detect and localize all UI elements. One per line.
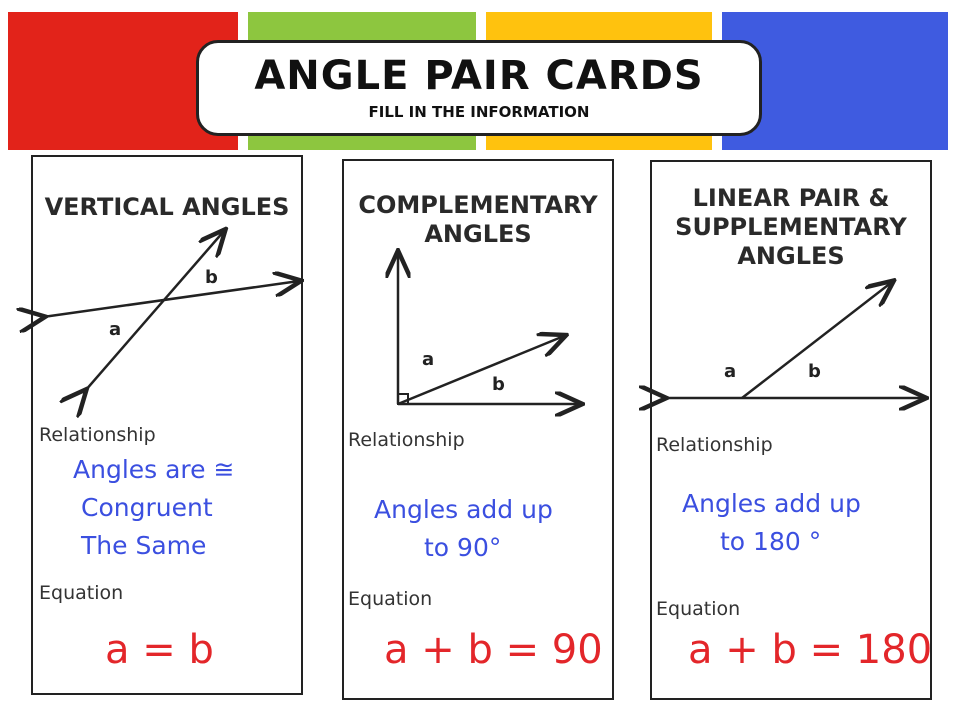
title-box: ANGLE PAIR CARDS FILL IN THE INFORMATION <box>196 40 762 136</box>
relationship-line: Angles add up <box>374 495 553 524</box>
relationship-label: Relationship <box>656 434 773 456</box>
equation-label: Equation <box>348 588 433 610</box>
angle-ray <box>741 282 892 399</box>
angle-label-b: b <box>205 267 218 288</box>
card-title-line: COMPLEMENTARY <box>358 191 598 219</box>
relationship-line: The Same <box>81 531 207 560</box>
right-angle-mark <box>397 393 409 405</box>
page-title: ANGLE PAIR CARDS <box>254 53 704 99</box>
card-title-line: LINEAR PAIR & <box>692 184 890 212</box>
equation-text: a + b = 180 <box>688 627 933 673</box>
card-title-line: VERTICAL ANGLES <box>44 193 290 221</box>
card-title-line: ANGLES <box>424 220 532 248</box>
card-title-line: SUPPLEMENTARY <box>675 213 907 241</box>
middle-ray <box>397 336 564 406</box>
complementary-angles-diagram: a b <box>344 161 616 702</box>
relationship-label: Relationship <box>348 429 465 451</box>
equation-label: Equation <box>39 582 124 604</box>
card-title: VERTICAL ANGLES <box>33 193 301 222</box>
transversal-line <box>43 281 299 317</box>
relationship-text: Angles add up to 90° <box>374 491 553 567</box>
angle-label-b: b <box>492 374 505 395</box>
relationship-text: Angles are ≅ Congruent The Same <box>73 451 234 565</box>
intersecting-line <box>85 231 224 391</box>
linear-pair-diagram: a b <box>652 162 934 702</box>
angle-label-b: b <box>808 361 821 382</box>
page-subtitle: FILL IN THE INFORMATION <box>368 103 590 121</box>
equation-label: Equation <box>656 598 741 620</box>
card-title: COMPLEMENTARY ANGLES <box>344 191 612 249</box>
card-title-line: ANGLES <box>737 242 845 270</box>
relationship-line: Angles are ≅ <box>73 455 235 484</box>
card-title: LINEAR PAIR & SUPPLEMENTARY ANGLES <box>652 184 930 271</box>
angle-label-a: a <box>724 361 736 382</box>
card-linear-pair-supplementary: LINEAR PAIR & SUPPLEMENTARY ANGLES a b R… <box>650 160 932 700</box>
relationship-line: Congruent <box>81 493 213 522</box>
relationship-line: to 180 ° <box>720 527 822 556</box>
relationship-text: Angles add up to 180 ° <box>682 485 861 561</box>
card-vertical-angles: VERTICAL ANGLES a b Relationship Angles … <box>31 155 303 695</box>
vertical-angles-diagram: a b <box>33 157 305 697</box>
equation-text: a + b = 90 <box>384 627 603 673</box>
relationship-line: to 90° <box>424 533 502 562</box>
equation-text: a = b <box>105 627 214 673</box>
angle-label-a: a <box>109 319 121 340</box>
relationship-line: Angles add up <box>682 489 861 518</box>
card-complementary-angles: COMPLEMENTARY ANGLES a b Relationship An… <box>342 159 614 700</box>
relationship-label: Relationship <box>39 424 156 446</box>
angle-label-a: a <box>422 349 434 370</box>
